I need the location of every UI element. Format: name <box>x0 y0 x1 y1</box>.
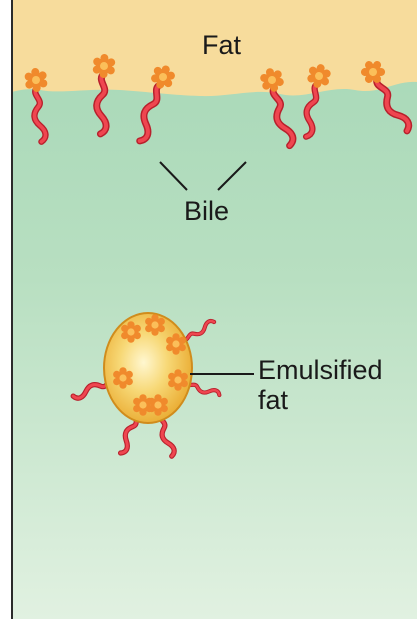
bile-label: Bile <box>184 196 229 226</box>
emulsified-fat-label: Emulsified fat <box>258 355 383 415</box>
fat-label: Fat <box>202 30 241 60</box>
